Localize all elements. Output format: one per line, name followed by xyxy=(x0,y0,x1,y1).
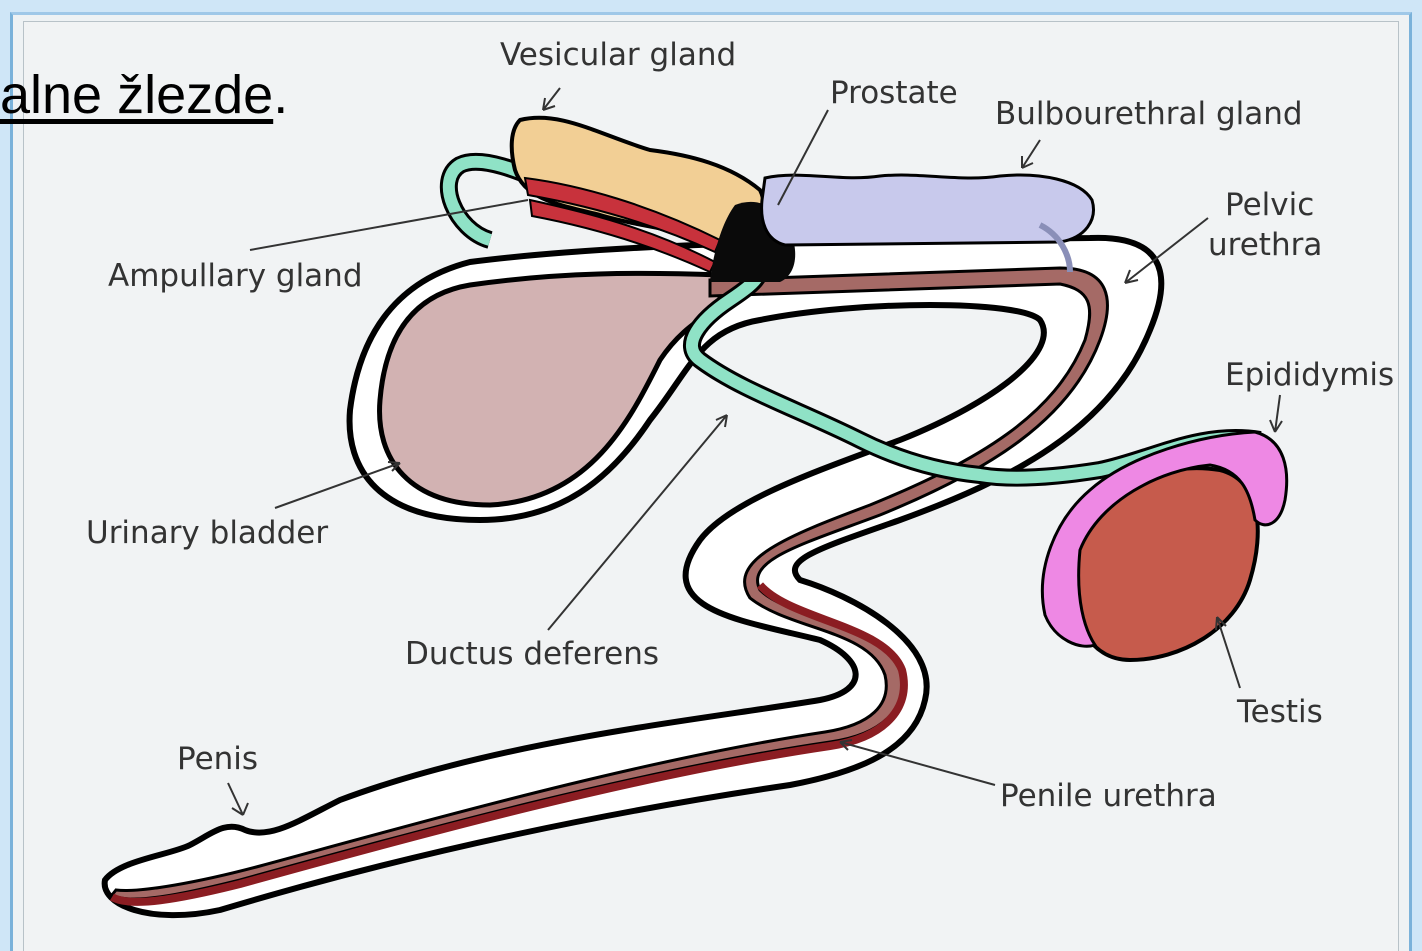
label-epididymis: Epididymis xyxy=(1225,357,1394,393)
pointer-testis xyxy=(1216,617,1240,688)
pointer-penis xyxy=(228,783,248,815)
label-testis: Testis xyxy=(1236,694,1323,730)
label-urinary-bladder: Urinary bladder xyxy=(86,515,328,551)
label-ductus-deferens: Ductus deferens xyxy=(405,636,659,672)
label-prostate: Prostate xyxy=(830,75,958,111)
label-bulbourethral-gland: Bulbourethral gland xyxy=(995,96,1303,132)
label-vesicular-gland: Vesicular gland xyxy=(500,37,736,73)
pointer-bulbourethral-gland xyxy=(1022,140,1040,168)
label-penis: Penis xyxy=(177,741,258,777)
pointer-epididymis xyxy=(1270,395,1282,432)
bulbourethral-gland-shape xyxy=(762,175,1094,245)
label-pelvic-urethra-line1: Pelvic xyxy=(1225,187,1314,223)
label-penile-urethra: Penile urethra xyxy=(1000,778,1217,814)
pointer-vesicular-gland xyxy=(543,88,560,110)
label-pelvic-urethra-line2: urethra xyxy=(1208,227,1322,263)
label-ampullary-gland: Ampullary gland xyxy=(108,258,363,294)
